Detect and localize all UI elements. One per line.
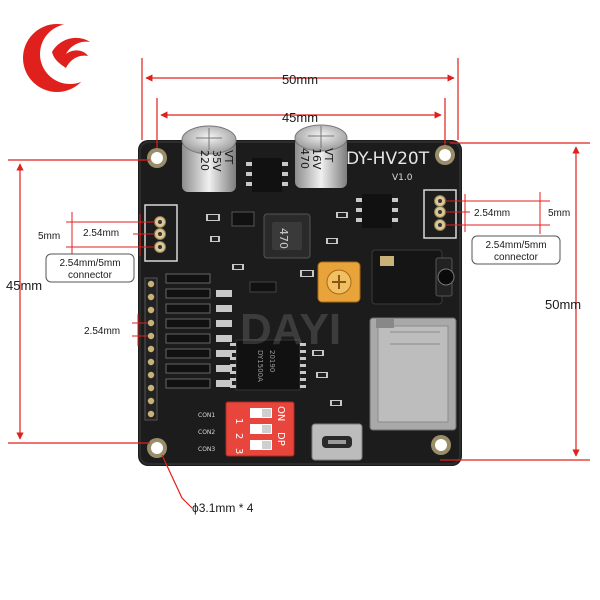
dip-label-2: 2 — [233, 433, 244, 439]
cap1-label-3: VT — [222, 150, 235, 165]
amplifier-chip — [356, 194, 398, 228]
dip-label-dp: DP — [275, 432, 286, 446]
mounting-holes — [147, 145, 455, 458]
capacitor-220uf: 220 35V VT — [181, 125, 237, 192]
resistor-array — [165, 273, 232, 389]
dim-top-inner: 45mm — [282, 110, 318, 125]
dimension-lines — [8, 58, 590, 509]
right-connector-callout: 2.54mm/5mm connector — [471, 235, 561, 265]
smd-components — [206, 211, 394, 406]
right-speaker-terminal — [423, 189, 457, 239]
con3-label: CON3 — [198, 446, 215, 453]
dim-right-pitch-b: 5mm — [548, 208, 570, 219]
dip-label-1: 1 — [233, 418, 244, 424]
chip-label-1: DY1500A — [256, 350, 264, 382]
chip-pins — [230, 343, 306, 388]
con1-label: CON1 — [198, 412, 215, 419]
dip-switch: 1 2 3 ON DP — [225, 401, 295, 457]
capacitor-470uf: 470 16V VT — [294, 124, 348, 188]
cap2-label-1: 470 — [298, 148, 311, 169]
con2-label: CON2 — [198, 429, 215, 436]
cap1-label-1: 220 — [198, 150, 211, 171]
right-connector-label-1: 2.54mm/5mm — [485, 240, 546, 251]
pin-header — [144, 277, 158, 421]
decoder-chip: DY1500A 20190 — [235, 339, 301, 391]
brand-logo — [23, 24, 100, 92]
watermark-text: DAYI — [240, 305, 341, 354]
potentiometer — [317, 261, 361, 303]
left-power-terminal — [144, 204, 178, 262]
dip-label-3: 3 — [233, 448, 244, 454]
inductor-label: 470 — [277, 228, 290, 249]
left-connector-label-2: connector — [68, 270, 113, 281]
audio-jack — [371, 249, 455, 305]
cap2-label-3: VT — [322, 148, 335, 163]
dim-left-pitch-a: 2.54mm — [83, 228, 119, 239]
dim-right: 50mm — [545, 297, 581, 312]
right-connector-label-2: connector — [494, 252, 539, 263]
dip-label-on: ON — [275, 406, 286, 421]
dim-header-pitch: 2.54mm — [84, 326, 120, 337]
dim-hole: ϕ3.1mm * 4 — [192, 501, 254, 515]
cap1-label-2: 35V — [210, 150, 223, 172]
chip-label-2: 20190 — [268, 350, 276, 372]
dim-top-outer: 50mm — [282, 72, 318, 87]
left-connector-label-1: 2.54mm/5mm — [59, 258, 120, 269]
inductor: 470 — [263, 213, 311, 259]
left-connector-callout: 2.54mm/5mm connector — [45, 253, 135, 283]
board-model: DY-HV20T — [346, 149, 430, 169]
dim-left-pitch-b: 5mm — [38, 231, 60, 242]
board-version: V1.0 — [392, 173, 413, 183]
cap2-label-2: 16V — [310, 148, 323, 170]
dim-right-pitch-a: 2.54mm — [474, 208, 510, 219]
micro-usb-port — [311, 423, 363, 461]
regulator-chip — [246, 158, 288, 192]
sd-card-slot — [369, 317, 457, 431]
dim-left: 45mm — [6, 278, 42, 293]
